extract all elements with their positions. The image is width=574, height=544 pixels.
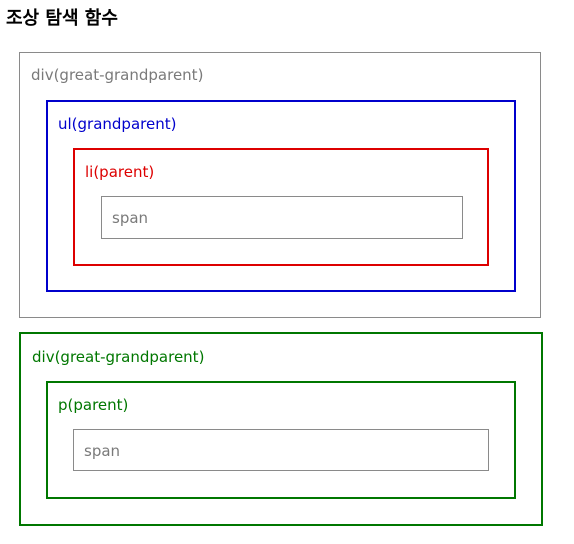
div-great-grandparent-green-label: div(great-grandparent) [32, 348, 205, 366]
span-label: span [112, 209, 149, 227]
div-great-grandparent-box: div(great-grandparent) ul(grandparent) l… [19, 52, 541, 318]
ul-grandparent-box: ul(grandparent) li(parent) span [46, 100, 516, 292]
div-great-grandparent-label: div(great-grandparent) [31, 66, 204, 84]
div-great-grandparent-green-box: div(great-grandparent) p(parent) span [19, 332, 543, 526]
li-parent-box: li(parent) span [73, 148, 489, 266]
span-box-2: span [73, 429, 489, 471]
ul-grandparent-label: ul(grandparent) [58, 115, 177, 133]
span-label-2: span [84, 442, 121, 460]
span-box: span [101, 196, 463, 239]
li-parent-label: li(parent) [85, 163, 155, 181]
p-parent-box: p(parent) span [46, 381, 516, 499]
page-title: 조상 탐색 함수 [6, 8, 118, 29]
p-parent-label: p(parent) [58, 396, 129, 414]
